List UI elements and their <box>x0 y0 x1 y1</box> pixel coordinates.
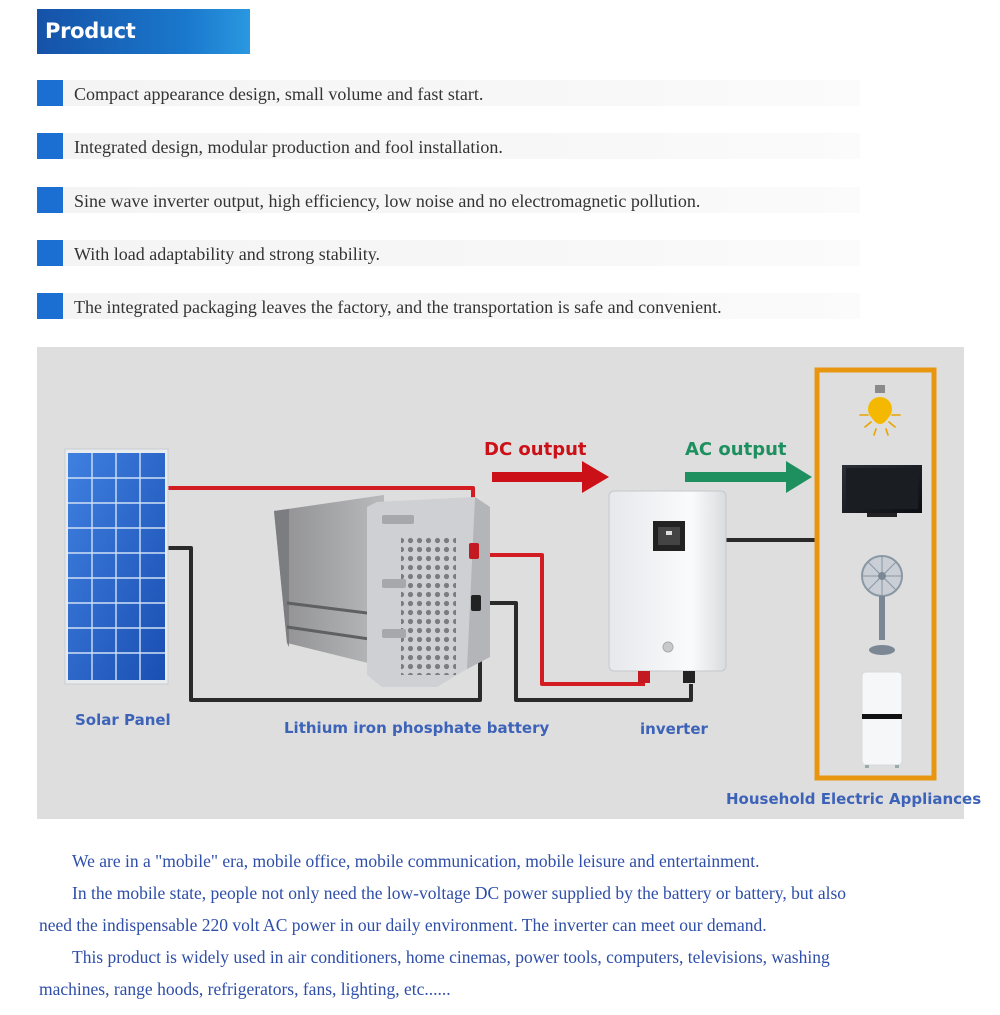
description-paragraph-2-line-2: need the indispensable 220 volt AC power… <box>39 915 767 935</box>
advantage-text: Integrated design, modular production an… <box>74 137 503 157</box>
fan-icon <box>861 555 903 655</box>
dc-output-label: DC output <box>484 439 587 460</box>
section-title: Product advantages <box>37 19 172 88</box>
advantage-text: The integrated packaging leaves the fact… <box>74 297 722 317</box>
advantage-text: Compact appearance design, small volume … <box>74 84 484 104</box>
bullet-square-icon <box>37 240 63 266</box>
inverter-icon <box>608 490 727 683</box>
advantage-item: Integrated design, modular production an… <box>37 133 860 159</box>
refrigerator-icon <box>861 671 903 768</box>
advantage-item: Compact appearance design, small volume … <box>37 80 860 106</box>
advantage-text: Sine wave inverter output, high efficien… <box>74 191 701 211</box>
description-paragraph-3-line-1: This product is widely used in air condi… <box>72 947 830 967</box>
diagram-illustration <box>64 367 937 781</box>
description-paragraph-3-line-2: machines, range hoods, refrigerators, fa… <box>39 979 451 999</box>
dc-arrow-icon <box>492 461 609 493</box>
inverter-label: inverter <box>640 720 708 738</box>
system-diagram: DC output AC output Solar Panel Lithium … <box>37 347 981 819</box>
bullet-square-icon <box>37 293 63 319</box>
advantage-text: With load adaptability and strong stabil… <box>74 244 381 264</box>
battery-label: Lithium iron phosphate battery <box>284 719 550 737</box>
advantage-item: Sine wave inverter output, high efficien… <box>37 187 860 213</box>
appliances-frame <box>814 367 937 781</box>
bullet-square-icon <box>37 133 63 159</box>
ac-arrow-icon <box>685 461 812 493</box>
battery-icon <box>274 495 490 687</box>
ac-output-label: AC output <box>685 439 787 460</box>
bullet-square-icon <box>37 80 63 106</box>
solar-panel-label: Solar Panel <box>75 711 171 729</box>
appliances-label: Household Electric Appliances <box>726 790 982 808</box>
tv-icon <box>842 465 922 517</box>
description-paragraph-1: We are in a "mobile" era, mobile office,… <box>72 851 760 871</box>
description-paragraph-2-line-1: In the mobile state, people not only nee… <box>72 883 847 903</box>
solar-panel-icon <box>64 448 169 685</box>
advantage-item: The integrated packaging leaves the fact… <box>37 293 860 319</box>
advantage-item: With load adaptability and strong stabil… <box>37 240 860 266</box>
light-bulb-icon <box>859 385 901 436</box>
bullet-square-icon <box>37 187 63 213</box>
section-title-badge: Product advantages <box>37 9 250 88</box>
